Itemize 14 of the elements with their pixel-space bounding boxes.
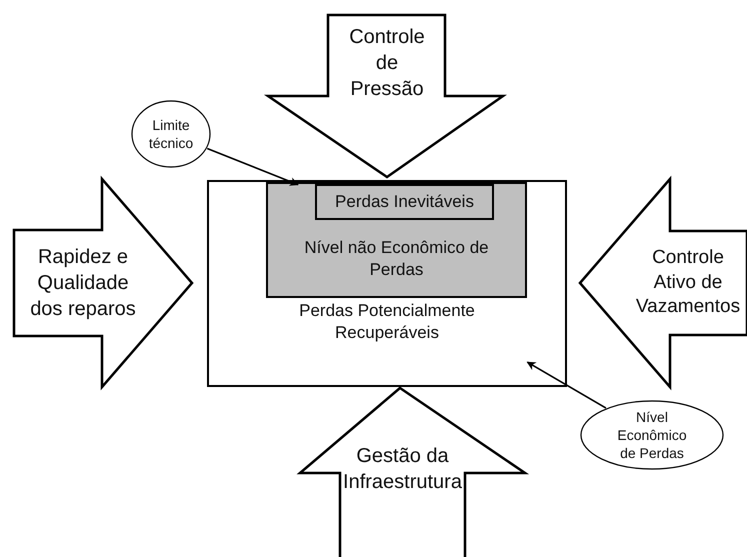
shaded-box (266, 182, 527, 298)
arrow (206, 148, 299, 186)
node-label: Nível Econômico de Perdas (616, 408, 688, 462)
outer-box (207, 180, 567, 387)
node-label: Nível não Econômico de Perdas (303, 236, 490, 281)
arrow (526, 361, 606, 409)
node-label: Controle de Pressão (348, 25, 426, 102)
node-label: Perdas Inevitáveis (335, 190, 474, 213)
node-label: Gestão da Infraestrutura (342, 444, 463, 495)
node-label: Rapidez e Qualidade dos reparos (29, 245, 137, 322)
node-label: Perdas Potencialmente Recuperáveis (298, 300, 476, 344)
node-label: Controle Ativo de Vazamentos (634, 246, 742, 320)
node-label: Limite técnico (148, 116, 194, 152)
inner-box (315, 184, 494, 220)
